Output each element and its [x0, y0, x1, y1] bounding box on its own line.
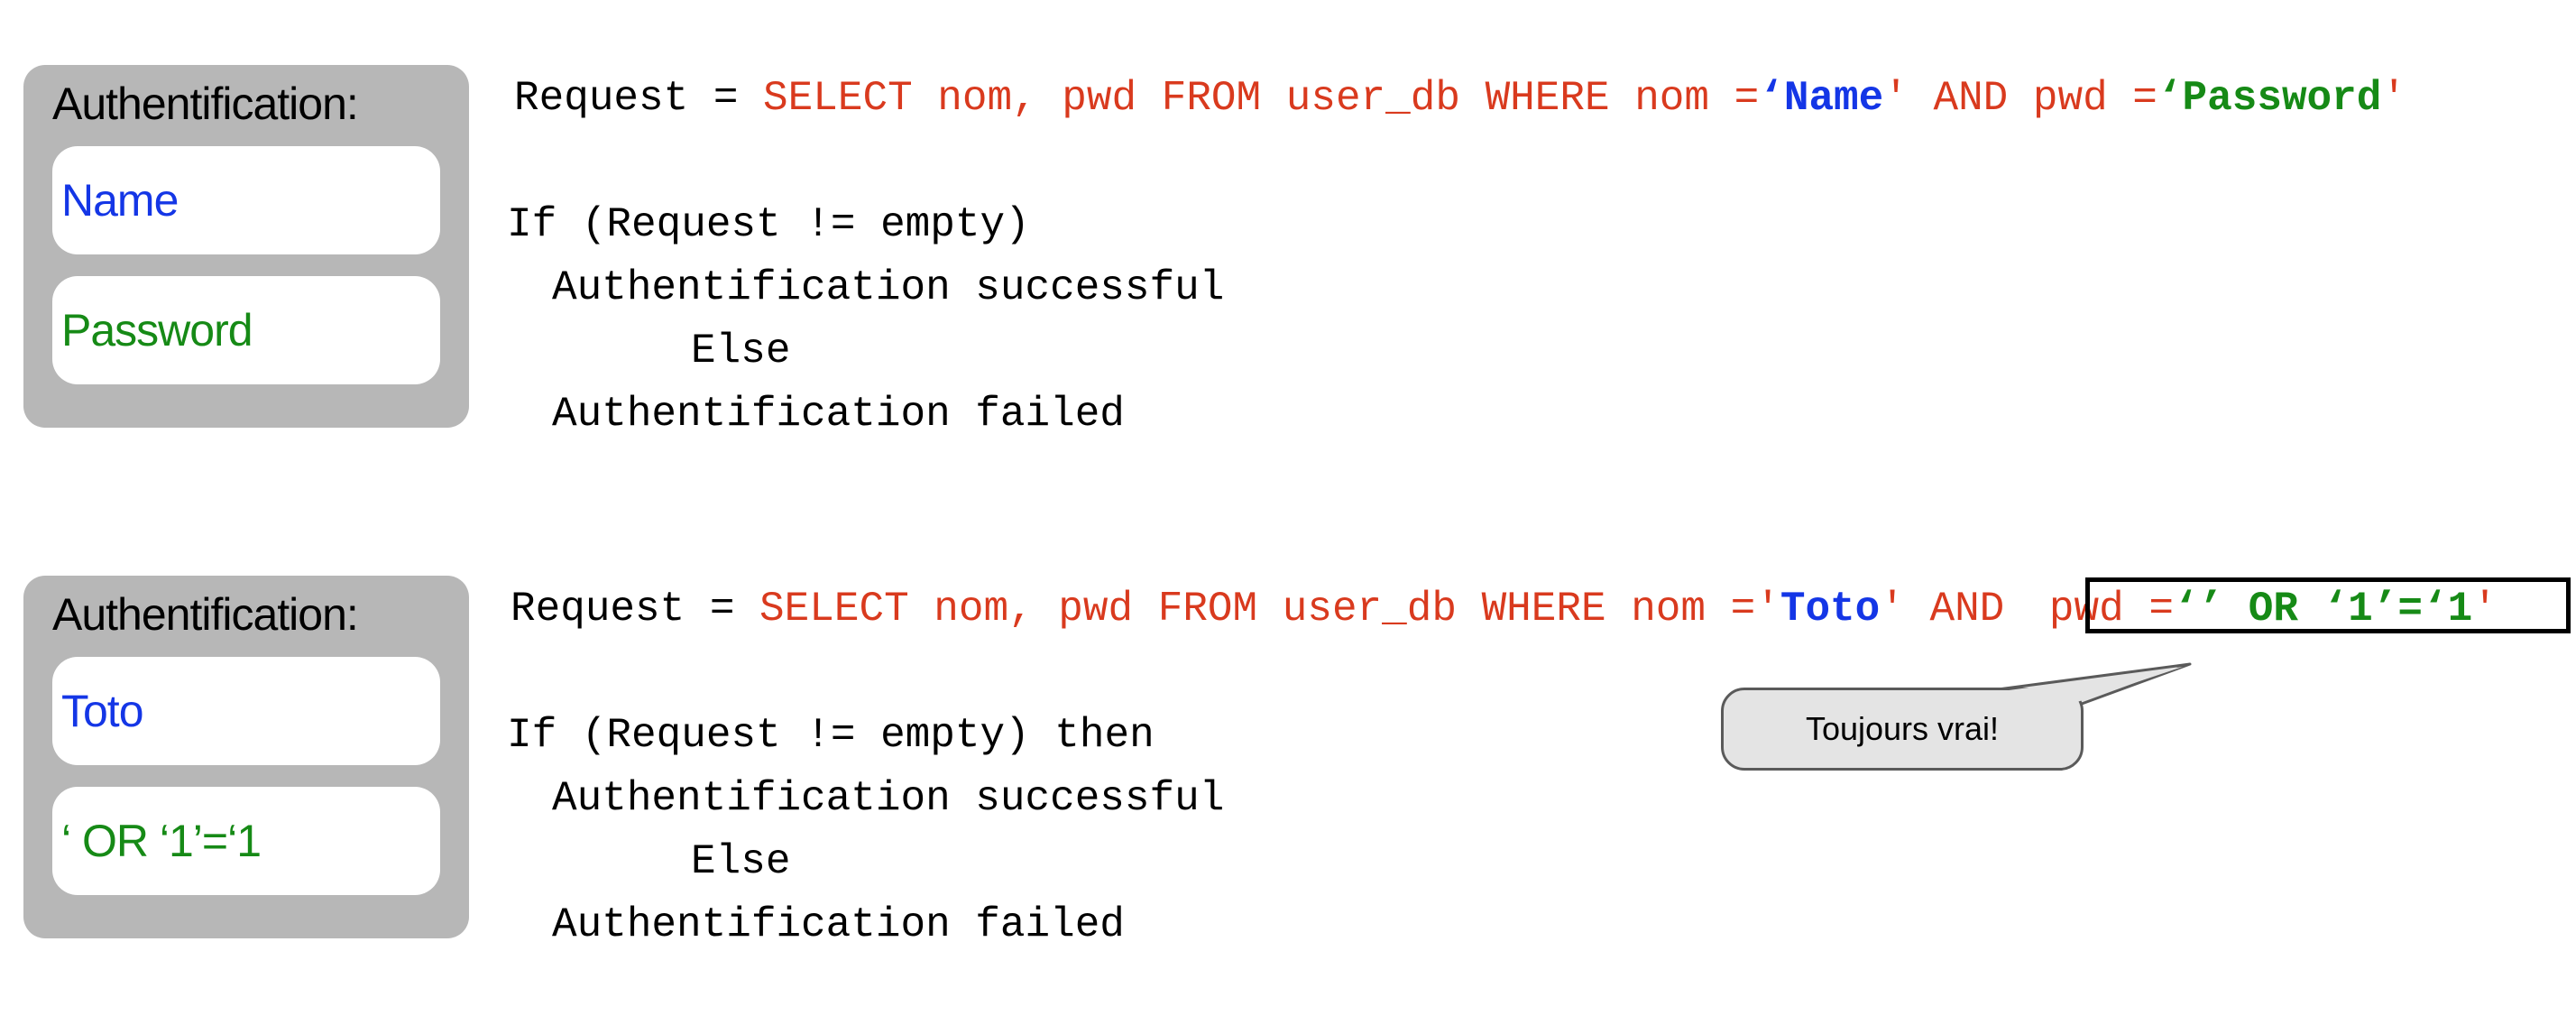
else-line: Else [691, 328, 791, 374]
sql-name-value: ‘Name [1759, 75, 1884, 122]
sql-password-value: ‘Password [2157, 75, 2382, 122]
if-line: If (Request != empty) [507, 201, 1030, 248]
sql-mid: ' AND [1880, 586, 2029, 633]
sql-name-value: Toto [1780, 586, 1881, 633]
login-panel-normal: Authentification: Name Password [23, 65, 469, 428]
sql-end: ' [2381, 75, 2406, 122]
if-line: If (Request != empty) then [507, 712, 1155, 759]
login-panel-injection: Authentification: Toto ‘ OR ‘1’=‘1 [23, 576, 469, 938]
panel-title: Authentification: [52, 589, 359, 640]
sql-start: SELECT nom, pwd FROM user_db WHERE nom =… [759, 586, 1780, 633]
success-line: Authentification successful [552, 775, 1225, 822]
injection-highlight-box [2085, 577, 2571, 633]
failed-line: Authentification failed [552, 901, 1125, 948]
name-field[interactable]: Name [52, 146, 440, 254]
sql-end: ' [2472, 586, 2498, 633]
sql-injected-value: ‘’ OR ‘1’=‘1 [2173, 586, 2473, 633]
sql-start: SELECT nom, pwd FROM user_db WHERE nom = [763, 75, 1760, 122]
request-prefix: Request = [514, 75, 764, 122]
request-prefix: Request = [511, 586, 760, 633]
request-line-normal: Request = SELECT nom, pwd FROM user_db W… [514, 78, 2406, 119]
request-line-injection: Request = SELECT nom, pwd FROM user_db W… [511, 588, 2498, 630]
else-line: Else [691, 838, 791, 885]
password-field[interactable]: Password [52, 276, 440, 384]
name-field[interactable]: Toto [52, 657, 440, 765]
success-line: Authentification successful [552, 264, 1225, 311]
sql-mid: ' AND pwd = [1883, 75, 2157, 122]
failed-line: Authentification failed [552, 391, 1125, 438]
password-field[interactable]: ‘ OR ‘1’=‘1 [52, 787, 440, 895]
panel-title: Authentification: [52, 78, 359, 129]
callout-always-true: Toujours vrai! [1721, 688, 2084, 771]
